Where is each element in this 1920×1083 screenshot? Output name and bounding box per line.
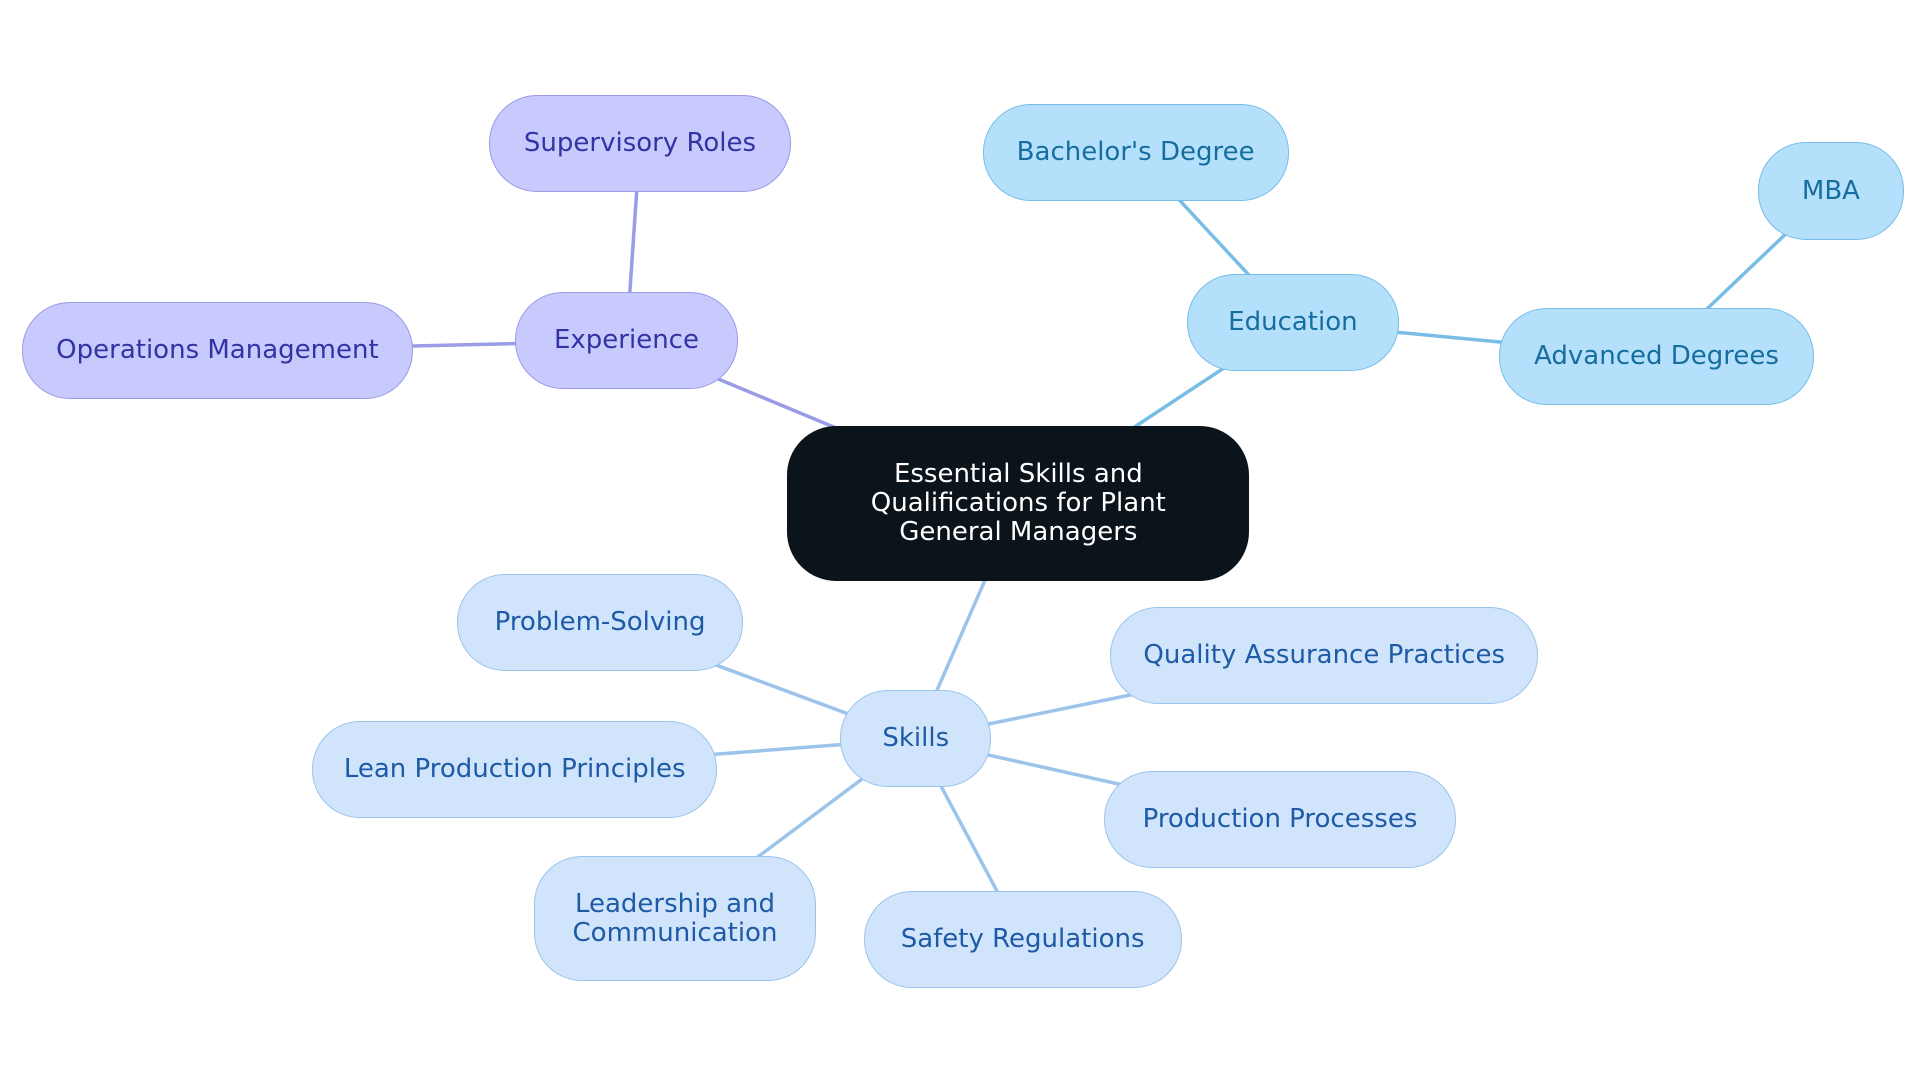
node-education: Education bbox=[1186, 273, 1400, 371]
node-leadership: Leadership and Communication bbox=[534, 856, 816, 982]
node-experience: Experience bbox=[514, 292, 739, 390]
node-production-processes: Production Processes bbox=[1104, 771, 1456, 869]
node-skills-label: Skills bbox=[882, 723, 950, 754]
node-safety-regulations-label: Safety Regulations bbox=[900, 923, 1145, 954]
node-operations-management-label: Operations Management bbox=[56, 335, 379, 366]
node-lean-production: Lean Production Principles bbox=[312, 721, 718, 819]
node-problem-solving-label: Problem-Solving bbox=[494, 606, 706, 637]
node-safety-regulations: Safety Regulations bbox=[863, 890, 1182, 988]
node-quality-assurance: Quality Assurance Practices bbox=[1110, 606, 1538, 704]
node-supervisory-roles: Supervisory Roles bbox=[488, 94, 792, 192]
node-supervisory-roles-label: Supervisory Roles bbox=[523, 127, 757, 158]
node-problem-solving: Problem-Solving bbox=[456, 573, 744, 671]
node-mba-label: MBA bbox=[1801, 175, 1860, 206]
node-advanced-degrees: Advanced Degrees bbox=[1498, 308, 1815, 406]
root-node: Essential Skills and Qualifications for … bbox=[787, 426, 1250, 582]
node-quality-assurance-label: Quality Assurance Practices bbox=[1143, 639, 1505, 670]
node-education-label: Education bbox=[1228, 306, 1358, 337]
node-skills: Skills bbox=[840, 690, 992, 788]
node-bachelors-degree-label: Bachelor's Degree bbox=[1016, 137, 1255, 168]
node-experience-label: Experience bbox=[553, 325, 699, 356]
node-mba: MBA bbox=[1757, 142, 1905, 240]
node-bachelors-degree: Bachelor's Degree bbox=[982, 104, 1289, 202]
node-operations-management: Operations Management bbox=[22, 302, 413, 400]
node-lean-production-label: Lean Production Principles bbox=[343, 754, 686, 785]
root-node-label: Essential Skills and Qualifications for … bbox=[870, 459, 1166, 548]
node-production-processes-label: Production Processes bbox=[1142, 804, 1418, 835]
node-advanced-degrees-label: Advanced Degrees bbox=[1534, 341, 1779, 372]
node-leadership-label: Leadership and Communication bbox=[572, 888, 778, 948]
